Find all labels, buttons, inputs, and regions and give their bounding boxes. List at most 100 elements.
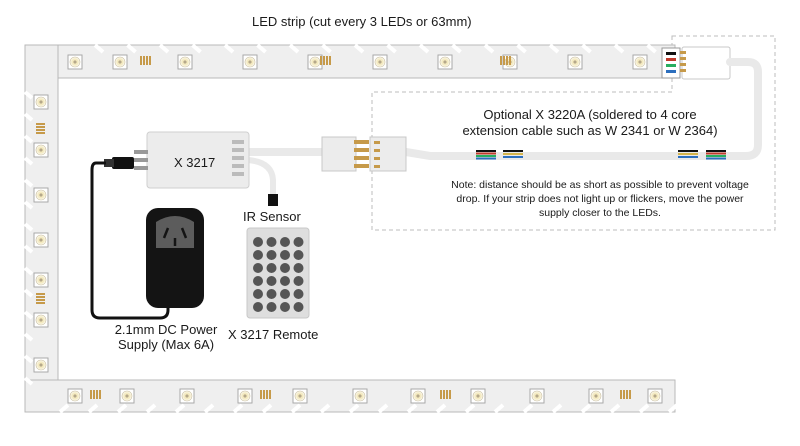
solder-pad: [36, 129, 45, 131]
strip-notch: [23, 266, 34, 276]
remote-button: [293, 237, 304, 247]
strip-notch: [116, 403, 128, 414]
power-supply-unit: [146, 208, 204, 308]
led-core: [118, 60, 122, 64]
strip-notch: [609, 403, 621, 414]
solder-pad: [36, 302, 45, 304]
led-core: [185, 394, 189, 398]
led-core: [653, 394, 657, 398]
led-bottom-1: [119, 388, 135, 404]
strip-notch: [613, 43, 625, 54]
optional-extension-region: [371, 35, 776, 231]
strip-plug: [680, 46, 731, 80]
strip-notch: [58, 403, 70, 414]
strip-notch: [232, 403, 244, 414]
strip-notch: [646, 43, 657, 54]
strip-notch: [435, 403, 447, 414]
led-core: [39, 278, 43, 282]
remote-button: [253, 263, 263, 273]
solder-pad: [146, 56, 148, 65]
solder-pad: [149, 56, 151, 65]
solder-pad: [266, 390, 268, 399]
strip-notch: [667, 403, 679, 414]
solder-pad: [269, 390, 271, 399]
strip-notch: [548, 43, 560, 54]
power-supply-label-line2: Supply (Max 6A): [117, 337, 215, 352]
strip-notch: [418, 43, 430, 54]
remote-button: [253, 302, 263, 312]
controller-x3217: [134, 131, 250, 189]
led-core: [416, 394, 420, 398]
strip-notch: [493, 403, 505, 414]
led-left-3: [33, 232, 49, 248]
cable-wire-colors-left: [476, 150, 523, 160]
led-top-2: [177, 54, 193, 70]
led-core: [39, 193, 43, 197]
pads-top-2: [500, 56, 511, 65]
solder-pad: [503, 56, 505, 65]
led-core: [638, 60, 642, 64]
led-core: [125, 394, 129, 398]
strip-notch: [261, 403, 273, 414]
led-left-4: [33, 272, 49, 288]
pads-bottom-0: [90, 390, 101, 399]
led-left-2: [33, 187, 49, 203]
led-top-3: [242, 54, 258, 70]
strip-notch: [377, 403, 389, 414]
led-left-6: [33, 357, 49, 373]
strip-notch: [406, 403, 418, 414]
led-top-9: [632, 54, 648, 70]
solder-pad: [36, 123, 45, 125]
led-core: [183, 60, 187, 64]
strip-notch: [145, 403, 157, 414]
remote-button: [293, 302, 304, 312]
solder-pad: [96, 390, 98, 399]
extension-label-line1: Optional X 3220A (soldered to 4 core: [483, 107, 697, 122]
led-top-6: [437, 54, 453, 70]
led-strip: [23, 43, 679, 414]
led-bottom-8: [529, 388, 545, 404]
solder-pad: [93, 390, 95, 399]
led-core: [248, 60, 252, 64]
strip-notch: [23, 222, 34, 232]
strip-notch: [191, 43, 202, 54]
led-top-8: [567, 54, 583, 70]
strip-notch: [348, 403, 360, 414]
cable-wire-colors-right: [678, 150, 726, 160]
strip-notch: [203, 403, 215, 414]
strip-notch: [23, 288, 34, 298]
led-top-5: [372, 54, 388, 70]
solder-pad: [506, 56, 508, 65]
solder-pad: [323, 56, 325, 65]
solder-pad: [99, 390, 101, 399]
led-core: [243, 394, 247, 398]
strip-notch: [23, 376, 34, 386]
strip-notch: [386, 43, 397, 54]
solder-pad: [90, 390, 92, 399]
remote-button: [280, 263, 290, 273]
remote-button: [293, 289, 304, 299]
solder-pad: [626, 390, 628, 399]
strip-notch: [23, 112, 34, 122]
solder-pad: [140, 56, 142, 65]
strip-notch: [353, 43, 365, 54]
controller-label: X 3217: [174, 155, 216, 170]
remote-button: [293, 263, 304, 273]
dc-power-plug: [104, 157, 134, 169]
strip-notch: [23, 354, 34, 364]
remote-button: [266, 289, 277, 299]
strip-notch: [23, 332, 34, 342]
pads-left-1: [36, 293, 45, 304]
pads-bottom-3: [620, 390, 631, 399]
solder-pad: [623, 390, 625, 399]
led-bottom-3: [237, 388, 253, 404]
remote-button: [293, 276, 304, 286]
note-line3: supply closer to the LEDs.: [539, 207, 661, 219]
solder-pad: [36, 126, 45, 128]
strip-notch: [23, 178, 34, 188]
strip-notch: [483, 43, 495, 54]
solder-pad: [446, 390, 448, 399]
note-line1: Note: distance should be as short as pos…: [451, 179, 749, 191]
